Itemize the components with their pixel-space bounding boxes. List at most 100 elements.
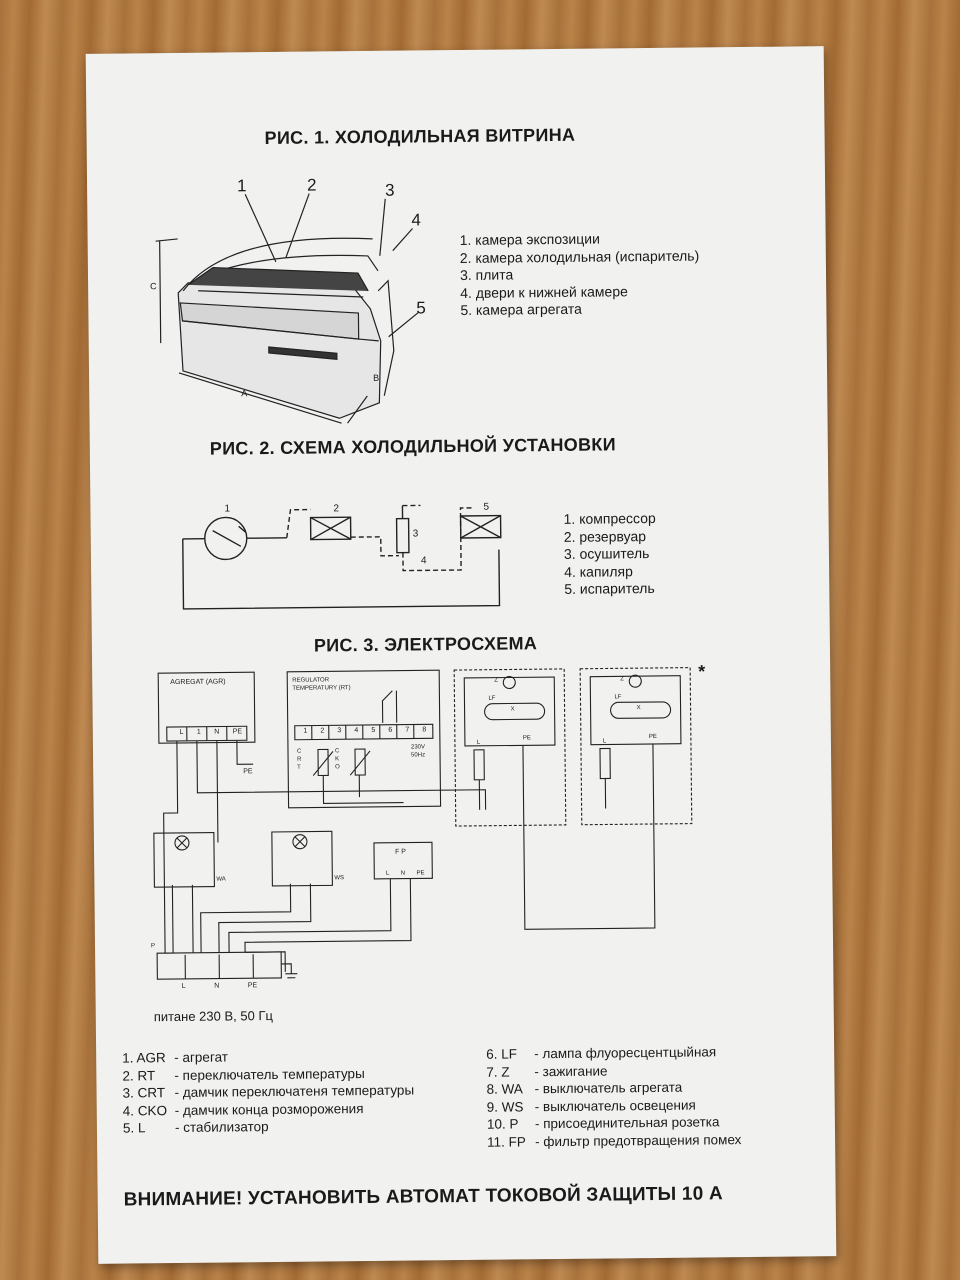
fig2-title: РИС. 2. СХЕМА ХОЛОДИЛЬНОЙ УСТАНОВКИ bbox=[209, 434, 616, 459]
lamp1-lf-label: LF bbox=[488, 695, 496, 702]
fig2-callout-4: 4 bbox=[420, 555, 427, 567]
lamp-block-2 bbox=[579, 667, 693, 826]
legend-key: 9. WS bbox=[486, 1098, 524, 1115]
fig2-legend-item: 2. резервуар bbox=[563, 527, 647, 545]
agr-terminals: L 1 N PE bbox=[173, 728, 249, 736]
agr-label: AGREGAT (AGR) bbox=[170, 678, 226, 687]
legend-key: 8. WA bbox=[486, 1081, 523, 1097]
lamp1-z-label: Z bbox=[494, 677, 498, 684]
voltage-line2: 50Hz bbox=[411, 752, 426, 759]
lamp2-lf-label: LF bbox=[614, 694, 622, 701]
agr-terminal: N bbox=[214, 728, 220, 736]
legend-right: 6. LF- лампа флуоресцентцыйная 7. Z- заж… bbox=[486, 1043, 741, 1151]
cko-letters: C K O bbox=[334, 748, 340, 771]
agr-terminal: 1 bbox=[196, 728, 201, 736]
reservoir-symbol bbox=[309, 516, 352, 541]
legend-desc: - стабилизатор bbox=[174, 1119, 269, 1136]
fp-terminals: L N PE bbox=[380, 870, 430, 877]
legend-desc: - зажигание bbox=[534, 1062, 608, 1079]
lamp1-pe-label: PE bbox=[522, 735, 531, 742]
ws-switch bbox=[271, 830, 333, 887]
fig1-legend: 1. камера экспозиции 2. камера холодильн… bbox=[460, 229, 700, 319]
dim-a: A bbox=[241, 388, 248, 399]
agr-box bbox=[157, 671, 256, 744]
fp-terminal: PE bbox=[416, 870, 425, 877]
mains-terminal: PE bbox=[247, 982, 258, 990]
refrigeration-circuit bbox=[182, 504, 502, 610]
fig2-legend-item: 4. капиляр bbox=[564, 562, 633, 580]
legend-key: 3. CRT bbox=[122, 1085, 166, 1101]
wa-label: WA bbox=[216, 876, 226, 883]
dim-b: B bbox=[373, 372, 380, 383]
rt-terminal: 3 bbox=[337, 727, 342, 735]
fp-terminal: N bbox=[400, 870, 406, 877]
rt-terminal: 2 bbox=[320, 727, 325, 735]
lamp2-z-label: Z bbox=[620, 676, 624, 683]
fig3-title: РИС. 3. ЭЛЕКТРОСХЕМА bbox=[313, 633, 538, 656]
diagrams-svg bbox=[153, 193, 693, 980]
lamp-block-1 bbox=[453, 668, 567, 827]
legend-desc: - присоединительная розетка bbox=[534, 1114, 720, 1132]
fig1-callout-5: 5 bbox=[416, 298, 426, 318]
legend-key: 10. P bbox=[486, 1116, 519, 1132]
legend-desc: - дамчик конца розморожения bbox=[174, 1100, 364, 1118]
mains-terminal: N bbox=[214, 982, 220, 990]
fig2-callout-2: 2 bbox=[333, 503, 340, 515]
fig1-callout-4: 4 bbox=[411, 210, 422, 230]
fig1-legend-item: 5. камера агрегата bbox=[460, 300, 582, 318]
legend-key: 2. RT bbox=[122, 1067, 156, 1084]
rt-terminal: 5 bbox=[371, 726, 376, 734]
fp-label: F P bbox=[395, 848, 406, 856]
mains-terminals: L N PE bbox=[167, 982, 271, 990]
legend-key: 5. L bbox=[122, 1120, 146, 1136]
pe-label: PE bbox=[243, 768, 253, 776]
supply-label: питане 230 В, 50 Гц bbox=[153, 1007, 273, 1025]
dim-c: C bbox=[150, 281, 157, 292]
legend-key: 6. LF bbox=[486, 1046, 518, 1062]
dryer-symbol bbox=[395, 517, 410, 554]
legend-key: 11. FP bbox=[487, 1133, 526, 1150]
legend-key: 1. AGR bbox=[122, 1050, 166, 1066]
rt-terminal: 6 bbox=[388, 726, 393, 734]
rt-label-line1: REGULATOR bbox=[292, 677, 330, 684]
fig2-legend-item: 3. осушитель bbox=[563, 545, 650, 562]
fig2-legend: 1. компрессор 2. резервуар 3. осушитель … bbox=[563, 510, 656, 598]
fig1-legend-item: 2. камера холодильная (испаритель) bbox=[459, 246, 700, 266]
agr-terminal: PE bbox=[232, 728, 243, 736]
instruction-sheet: РИС. 1. ХОЛОДИЛЬНАЯ ВИТРИНА bbox=[85, 46, 837, 1264]
display-case-drawing bbox=[155, 237, 395, 424]
lamp2-pe-label: PE bbox=[648, 733, 657, 741]
legend-desc: - переключатель температуры bbox=[174, 1065, 365, 1083]
legend-desc: - агрегат bbox=[174, 1049, 228, 1066]
legend-desc: - выключатель освецения bbox=[534, 1097, 696, 1114]
fig1-callout-1: 1 bbox=[236, 176, 247, 196]
fig1-callout-2: 2 bbox=[306, 175, 317, 195]
legend-left: 1. AGR - агрегат 2. RT - переключатель тем… bbox=[122, 1047, 414, 1138]
evaporator-symbol bbox=[459, 514, 502, 539]
ws-label: WS bbox=[334, 875, 345, 882]
fp-terminal: L bbox=[385, 870, 390, 877]
lamp1-l-label: L bbox=[476, 739, 481, 746]
crt-letters: C R T bbox=[296, 748, 302, 771]
mains-terminal: L bbox=[181, 982, 186, 990]
legend-key: 4. CKO bbox=[122, 1102, 168, 1119]
fig1-callout-lines bbox=[244, 193, 419, 338]
agr-terminal: L bbox=[179, 728, 184, 736]
fp-box bbox=[373, 841, 433, 880]
lamp2-l-label: L bbox=[602, 738, 607, 745]
fig1-callout-3: 3 bbox=[385, 180, 395, 200]
legend-desc: - лампа флуоресцентцыйная bbox=[534, 1044, 717, 1062]
asterisk-mark: * bbox=[698, 661, 706, 682]
rt-terminals: 1 2 3 4 5 6 7 8 bbox=[297, 726, 433, 734]
rt-terminal: 4 bbox=[354, 727, 359, 735]
voltage-line1: 230V bbox=[410, 744, 426, 751]
lamp2-x-label: X bbox=[636, 705, 641, 712]
fig2-callout-5: 5 bbox=[483, 501, 490, 513]
rt-box bbox=[286, 669, 442, 809]
p-label: P bbox=[151, 943, 156, 950]
fig2-callout-3: 3 bbox=[412, 528, 419, 540]
fig2-legend-item: 5. испаритель bbox=[564, 579, 655, 597]
rt-terminal: 8 bbox=[422, 726, 427, 734]
legend-desc: - дамчик переключатеня температуры bbox=[174, 1082, 415, 1101]
fig2-callout-1: 1 bbox=[224, 503, 231, 515]
